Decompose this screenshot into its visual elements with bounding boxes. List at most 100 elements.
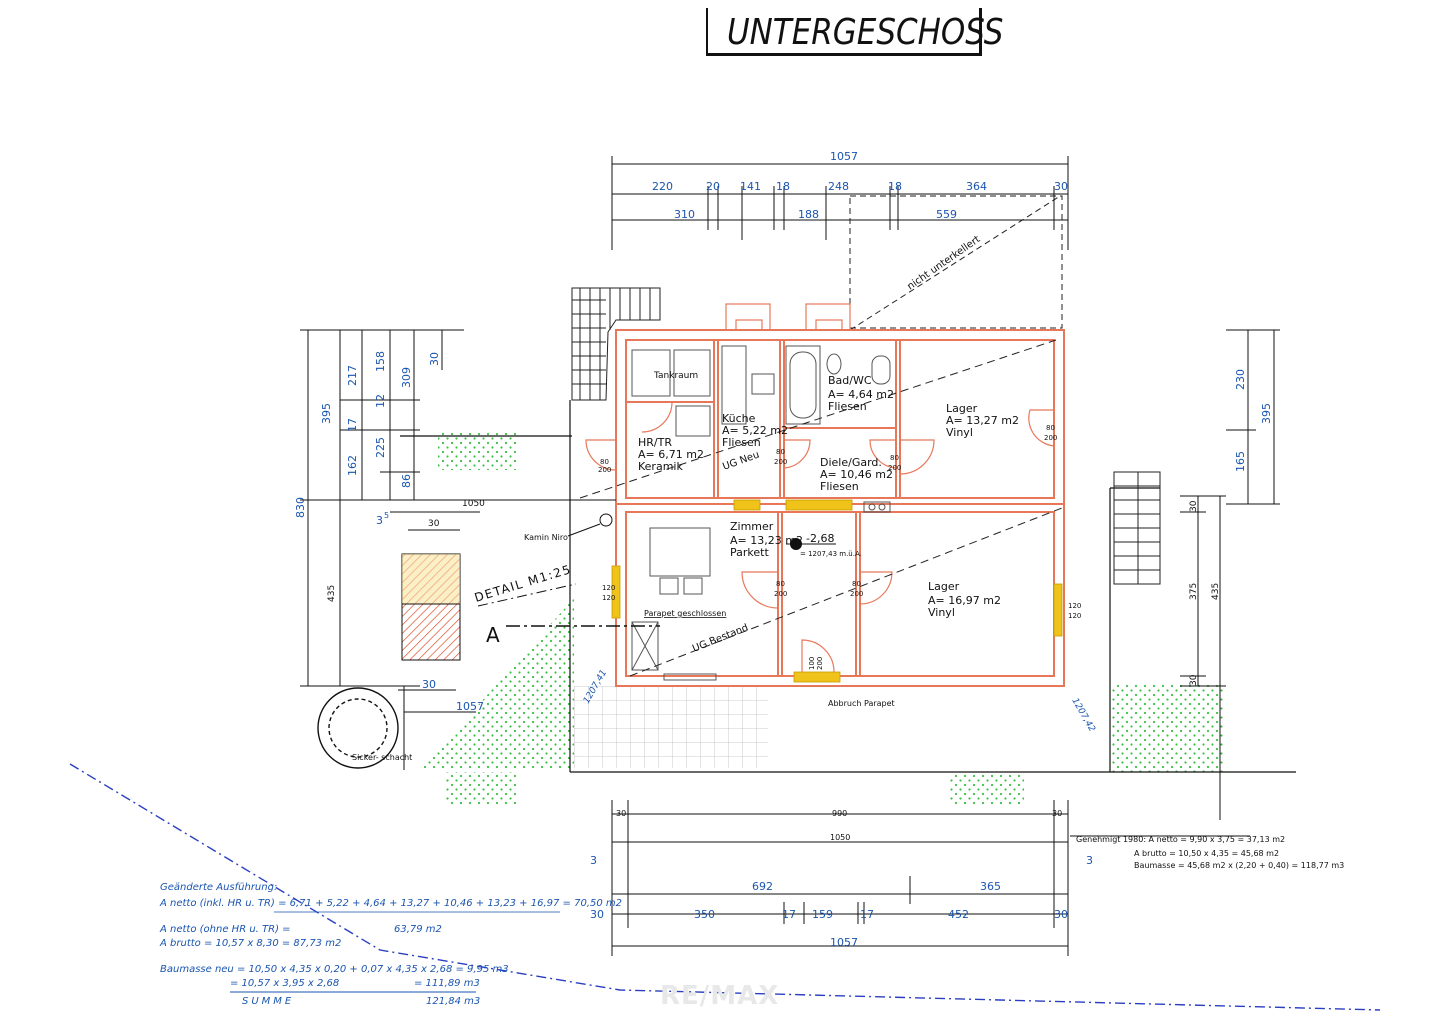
room-kueche-area: A= 5,22 m2 xyxy=(722,424,788,437)
door-labels: 80 200 80 200 80 200 80 200 80 200 80 20… xyxy=(598,424,1081,670)
door-label-10: 200 xyxy=(774,590,787,598)
label-sickerschacht: Sicker- schacht xyxy=(352,753,412,762)
room-diele-floor: Fliesen xyxy=(820,480,859,493)
dim-left-30: 30 xyxy=(428,352,441,366)
room-diele-area: A= 10,46 m2 xyxy=(820,468,893,481)
calc-line-1: Geänderte Ausführung: xyxy=(160,882,277,893)
dim-bottom-17b: 17 xyxy=(860,908,874,921)
sickerschacht xyxy=(317,687,399,769)
dim-bottom-692: 692 xyxy=(752,880,773,893)
dim-bottom-30a: 30 xyxy=(616,809,626,818)
label-ug-neu: UG Neu xyxy=(721,449,761,472)
terrain-line xyxy=(69,763,1381,1011)
dim-left-158: 158 xyxy=(374,351,387,372)
room-hrtr-floor: Keramik xyxy=(638,460,683,473)
room-zimmer-area: A= 13,23 m2 xyxy=(730,534,803,547)
room-zimmer-name: Zimmer xyxy=(730,520,774,533)
room-lager2-floor: Vinyl xyxy=(928,606,955,619)
dim-top-9: 310 xyxy=(674,208,695,221)
dimension-lines-bottom xyxy=(611,800,1250,956)
room-lager2-name: Lager xyxy=(928,580,960,593)
dim-text-left: 395 217 158 309 30 12 17 162 225 86 830 … xyxy=(294,351,485,713)
dim-bottom-side-left: 3 xyxy=(590,854,597,867)
calc-right-3: Baumasse = 45,68 m2 x (2,20 + 0,40) = 11… xyxy=(1134,861,1344,870)
door-swings xyxy=(585,401,1055,673)
dim-left-217: 217 xyxy=(346,365,359,386)
dim-top-5: 248 xyxy=(828,180,849,193)
label-corner-right: 1207,42 xyxy=(1069,697,1096,734)
dim-bottom-990: 990 xyxy=(832,809,847,818)
room-kueche-name: Küche xyxy=(722,412,756,425)
door-label-7: 80 xyxy=(1046,424,1055,432)
room-zimmer-floor: Parkett xyxy=(730,546,769,559)
label-level-sub: = 1207,43 m.ü.A. xyxy=(800,550,862,558)
calc-line-6: Baumasse neu = 10,50 x 4,35 x 0,20 + 0,0… xyxy=(160,964,509,975)
dim-text-bottom: 30 990 30 1050 3 3 692 365 30 350 17 159… xyxy=(590,809,1093,949)
dim-bottom-452: 452 xyxy=(948,908,969,921)
stairs-right xyxy=(1113,471,1161,585)
room-lager1-floor: Vinyl xyxy=(946,426,973,439)
dimension-lines-top xyxy=(611,156,1069,250)
calc-right-2: A brutto = 10,50 x 4,35 = 45,68 m2 xyxy=(1134,849,1279,858)
door-label-16: 120 xyxy=(602,594,615,602)
label-parapet-geschlossen: Parapet geschlossen xyxy=(644,609,726,618)
door-label-2: 200 xyxy=(598,466,611,474)
label-section-a: A xyxy=(486,623,500,647)
dim-bottom-350: 350 xyxy=(694,908,715,921)
dim-top-3: 141 xyxy=(740,180,761,193)
dim-top-4: 18 xyxy=(776,180,790,193)
section-lines xyxy=(579,339,1063,677)
door-label-11: 80 xyxy=(852,580,861,588)
not-excavated-area xyxy=(849,195,1063,331)
dim-left-30c: 30 xyxy=(422,678,436,691)
label-ug-bestand: UG Bestand xyxy=(691,622,750,654)
dim-left-162: 162 xyxy=(346,455,359,476)
calc-right-1: Genehmigt 1980: A netto = 9,90 x 3,75 = … xyxy=(1076,835,1285,844)
room-bad-floor: Fliesen xyxy=(828,400,867,413)
dim-left-86: 86 xyxy=(400,474,413,488)
dim-top-7: 364 xyxy=(966,180,987,193)
chimney-boxes xyxy=(725,303,851,331)
dim-bottom-side-right: 3 xyxy=(1086,854,1093,867)
dim-right-395: 395 xyxy=(1260,403,1273,424)
dim-bottom-total: 1057 xyxy=(830,936,858,949)
dim-right-30b: 30 xyxy=(1189,674,1199,686)
room-diele-name: Diele/Gard. xyxy=(820,456,882,469)
dim-bottom-365: 365 xyxy=(980,880,1001,893)
door-label-17: 100 xyxy=(808,657,816,670)
dim-left-309: 309 xyxy=(400,367,413,388)
dimension-lines-left xyxy=(300,329,616,770)
dim-right-165: 165 xyxy=(1234,451,1247,472)
terrain-outline xyxy=(400,400,1296,773)
dim-left-12: 12 xyxy=(374,394,387,408)
calc-line-8: = 111,89 m3 xyxy=(414,978,480,989)
dim-left-17: 17 xyxy=(346,418,359,432)
dim-right-435: 435 xyxy=(1211,583,1221,600)
dim-left-3: 3 xyxy=(376,514,383,527)
door-label-8: 200 xyxy=(1044,434,1057,442)
dim-bottom-30d: 30 xyxy=(1054,908,1068,921)
dim-text-top: 1057 220 20 141 18 248 18 364 30 310 188… xyxy=(652,150,1068,221)
calc-line-10: 121,84 m3 xyxy=(426,996,480,1007)
grass-areas xyxy=(420,432,1224,806)
dim-right-230: 230 xyxy=(1234,369,1247,390)
dim-top-8: 30 xyxy=(1054,180,1068,193)
dim-left-1057: 1057 xyxy=(456,700,484,713)
room-bad-area: A= 4,64 m2 xyxy=(828,388,894,401)
door-label-6: 200 xyxy=(888,464,901,472)
dim-top-11: 559 xyxy=(936,208,957,221)
label-detail: DETAIL M1:25 xyxy=(473,562,573,605)
door-label-9: 80 xyxy=(776,580,785,588)
dim-left-830: 830 xyxy=(294,497,307,518)
paving xyxy=(574,686,768,768)
dim-left-1050: 1050 xyxy=(462,499,485,509)
door-label-15: 120 xyxy=(602,584,615,592)
label-abbruch-parapet: Abbruch Parapet xyxy=(828,699,895,708)
dim-bottom-1050: 1050 xyxy=(830,833,850,842)
label-kamin: Kamin Niro xyxy=(524,533,568,542)
room-lager1-name: Lager xyxy=(946,402,978,415)
dim-top-2: 20 xyxy=(706,180,720,193)
dim-left-395: 395 xyxy=(320,403,333,424)
dim-right-375: 375 xyxy=(1189,583,1199,600)
